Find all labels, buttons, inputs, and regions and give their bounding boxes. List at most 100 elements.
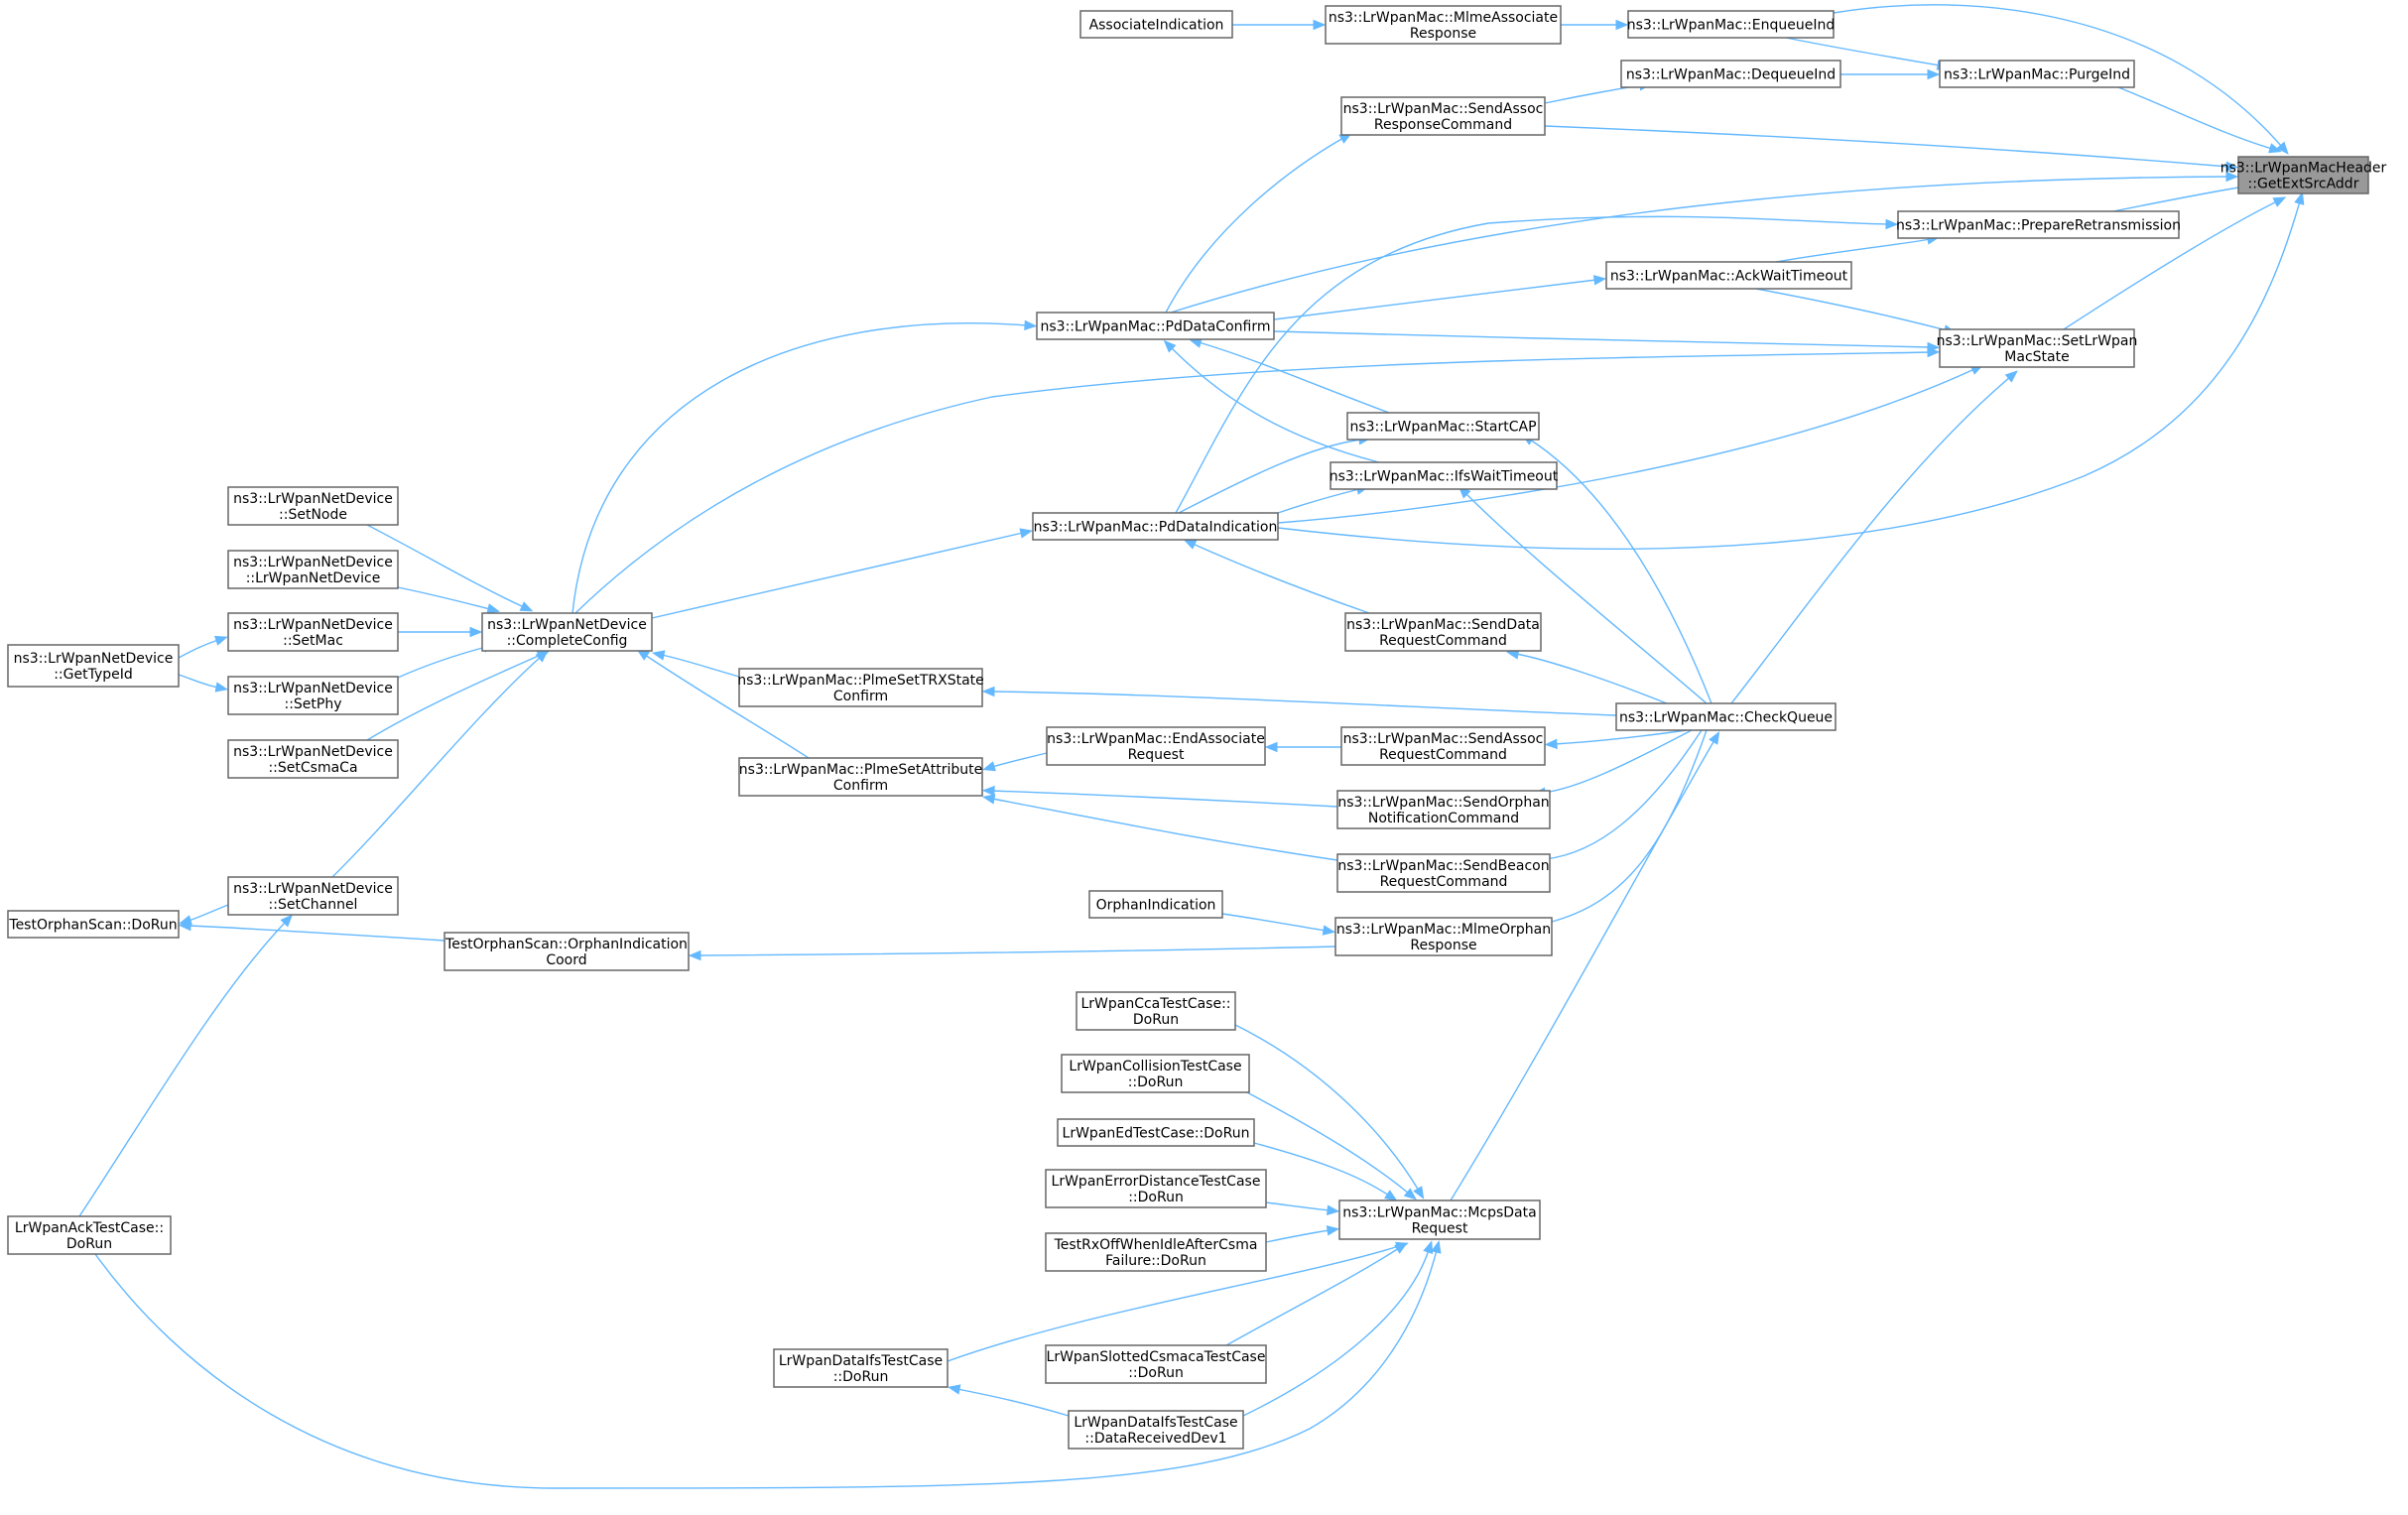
node-box [1061,1054,1250,1093]
arrowhead-icon [1264,741,1278,753]
node-ndSetMac[interactable]: ns3::LrWpanNetDevice::SetMac [227,612,399,652]
arrowhead-icon [1019,528,1034,539]
node-ndSetChannel[interactable]: ns3::LrWpanNetDevice::SetChannel [227,876,399,916]
edge-line [1542,729,1693,794]
node-pdDataConfirm[interactable]: ns3::LrWpanMac::PdDataConfirm [1036,312,1275,340]
edge-enqueueInd-to-getextsrcaddr [1833,4,2289,155]
edge-line [178,639,219,659]
node-label-line: LrWpanErrorDistanceTestCase [1052,1174,1261,1190]
arrowhead-icon [651,650,666,661]
edge-ndSetChannel-to-completeConfig [331,650,549,878]
arrowhead-icon [2268,143,2282,154]
node-collisionDoRun[interactable]: LrWpanCollisionTestCase::DoRun [1061,1054,1250,1093]
node-label-line: ::DoRun [1128,1074,1184,1090]
edge-line [1273,330,1931,348]
edge-line [366,654,542,741]
edge-mlmeOrphanResp-to-testOrphanCoord [688,946,1336,961]
node-enqueueInd[interactable]: ns3::LrWpanMac::EnqueueInd [1627,10,1836,39]
arrowhead-icon [982,761,996,772]
node-label-line: ns3::LrWpanMac::PrepareRetransmission [1896,218,2181,234]
edge-checkQueue-to-sendAssocReq [1544,729,1688,750]
node-ndSetPhy[interactable]: ns3::LrWpanNetDevice::SetPhy [227,676,399,715]
arrowhead-icon [1615,19,1629,31]
node-orphanInd[interactable]: OrphanIndication [1088,890,1223,919]
node-label-line: ::SetNode [279,507,347,523]
arrowhead-icon [213,635,228,646]
node-edDoRun[interactable]: LrWpanEdTestCase::DoRun [1057,1118,1255,1147]
node-dataIfsDoRun[interactable]: LrWpanDataIfsTestCase::DoRun [773,1348,949,1388]
node-label-line: ns3::LrWpanMac::MlmeOrphan [1336,922,1551,938]
node-label-line: ns3::LrWpanNetDevice [233,744,393,760]
node-label-line: Request [1128,747,1185,763]
edge-line [1265,1229,1331,1243]
arrowhead-icon [519,601,534,612]
node-label-line: ns3::LrWpanNetDevice [233,555,393,570]
node-label-line: ns3::LrWpanMac::PlmeSetTRXState [737,673,984,689]
edge-line [1833,4,2283,148]
node-ackTestDoRun[interactable]: LrWpanAckTestCase::DoRun [7,1215,172,1255]
node-label-line: ns3::LrWpanNetDevice [233,491,393,507]
node-pdDataInd[interactable]: ns3::LrWpanMac::PdDataIndication [1032,512,1279,541]
node-slottedDoRun[interactable]: LrWpanSlottedCsmacaTestCase::DoRun [1045,1344,1267,1384]
edge-pdDataConfirm-to-ackWait [1273,275,1607,320]
edge-line [1242,1249,1430,1417]
arrowhead-icon [280,914,294,928]
node-label-line: ns3::LrWpanNetDevice [14,651,174,667]
node-box [1336,853,1551,893]
edge-dequeueInd-to-purgeInd [1840,68,1941,80]
node-box [227,676,399,715]
node-label-line: RequestCommand [1379,747,1507,763]
edge-line [94,1249,1438,1489]
node-getextsrcaddr[interactable]: ns3::LrWpanMacHeader::GetExtSrcAddr [2220,156,2387,194]
node-ndSetCsma[interactable]: ns3::LrWpanNetDevice::SetCsmaCa [227,739,399,779]
node-box [1336,790,1551,829]
arrowhead-icon [1592,275,1607,286]
node-errDistDoRun[interactable]: LrWpanErrorDistanceTestCase::DoRun [1045,1169,1267,1208]
node-ndSetNode[interactable]: ns3::LrWpanNetDevice::SetNode [227,486,399,526]
node-box [1620,60,1841,88]
node-label-line: RequestCommand [1379,633,1507,649]
node-ndCtor[interactable]: ns3::LrWpanNetDevice::LrWpanNetDevice [227,550,399,589]
nodes-layer: ns3::LrWpanMacHeader::GetExtSrcAddr Assoc… [7,5,2387,1450]
arrowhead-icon [214,682,229,693]
node-box [227,876,399,916]
edge-endAssoc-to-plmeAttr [982,752,1048,772]
node-purgeInd[interactable]: ns3::LrWpanMac::PurgeInd [1939,60,2135,88]
node-ndGetTypeId[interactable]: ns3::LrWpanNetDevice::GetTypeId [7,644,180,688]
node-ackWait[interactable]: ns3::LrWpanMac::AckWaitTimeout [1605,261,1852,290]
node-testOrphanDoRun[interactable]: TestOrphanScan::DoRun [7,910,180,939]
edge-dataIfsRecv-to-dataIfsDoRun [947,1384,1070,1417]
edge-line [644,654,810,759]
edge-line [1450,739,1715,1201]
node-assocInd[interactable]: AssociateIndication [1079,10,1233,39]
node-prepRetrans[interactable]: ns3::LrWpanMac::PrepareRetransmission [1896,210,2181,239]
node-dataIfsRecv[interactable]: LrWpanDataIfsTestCase::DataReceivedDev1 [1068,1410,1244,1450]
node-dequeueInd[interactable]: ns3::LrWpanMac::DequeueInd [1620,60,1841,88]
edge-ndGetTypeId-to-ndSetPhy [178,674,229,693]
edge-line [571,322,1028,614]
node-checkQueue[interactable]: ns3::LrWpanMac::CheckQueue [1615,702,1837,731]
edge-line [1277,368,1975,524]
node-box [227,739,399,779]
node-ifsWait[interactable]: ns3::LrWpanMac::IfsWaitTimeout [1330,461,1559,490]
node-completeConfig[interactable]: ns3::LrWpanNetDevice::CompleteConfig [481,612,653,652]
node-sendOrphan[interactable]: ns3::LrWpanMac::SendOrphanNotificationCo… [1336,790,1551,829]
node-startCap[interactable]: ns3::LrWpanMac::StartCAP [1346,412,1540,441]
node-box [1334,917,1553,956]
edge-pdDataInd-to-getextsrcaddr [1277,191,2305,550]
node-box [227,486,399,526]
node-ccaDoRun[interactable]: LrWpanCcaTestCase::DoRun [1076,991,1236,1031]
